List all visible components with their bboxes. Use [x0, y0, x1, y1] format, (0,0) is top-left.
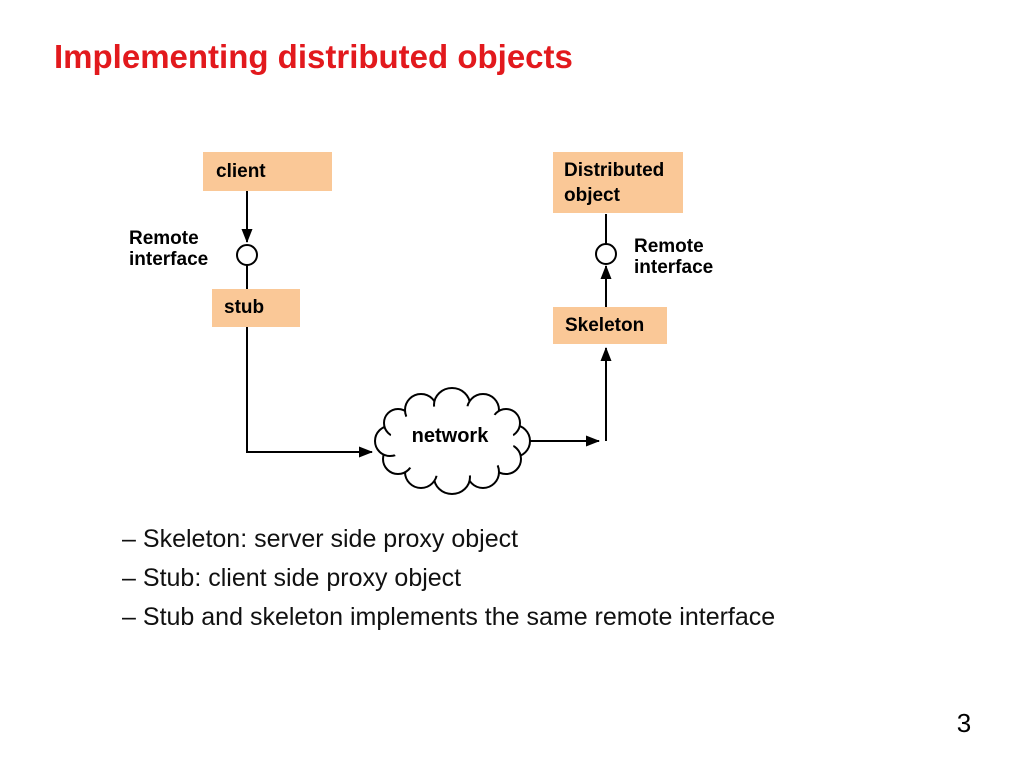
- remote-interface-label-left: Remote interface: [129, 228, 209, 270]
- bullet-item: – Stub: client side proxy object: [122, 563, 775, 593]
- bullet-list: – Skeleton: server side proxy object – S…: [122, 524, 775, 641]
- remote-interface-circle-right: [595, 243, 617, 265]
- arrow-stub-to-network: [246, 327, 373, 458]
- network-label: network: [411, 425, 489, 447]
- bullet-dash: –: [122, 564, 136, 592]
- page-number: 3: [956, 708, 972, 738]
- remote-interface-circle-left: [236, 244, 258, 266]
- slide-title: Implementing distributed objects: [54, 38, 573, 75]
- bullet-text: Stub: client side proxy object: [142, 564, 462, 592]
- bullet-text: Skeleton: server side proxy object: [142, 525, 519, 553]
- node-stub: stub: [212, 289, 300, 327]
- bullet-text: Stub and skeleton implements the same re…: [142, 603, 776, 631]
- node-skeleton: Skeleton: [553, 307, 667, 344]
- remote-interface-label-right: Remote interface: [634, 236, 714, 278]
- bullet-item: – Skeleton: server side proxy object: [122, 524, 775, 554]
- node-distributed-object: Distributed object: [553, 152, 683, 213]
- bullet-dash: –: [122, 603, 136, 631]
- node-client: client: [203, 152, 332, 191]
- bullet-dash: –: [122, 525, 136, 553]
- bullet-item: – Stub and skeleton implements the same …: [122, 602, 775, 632]
